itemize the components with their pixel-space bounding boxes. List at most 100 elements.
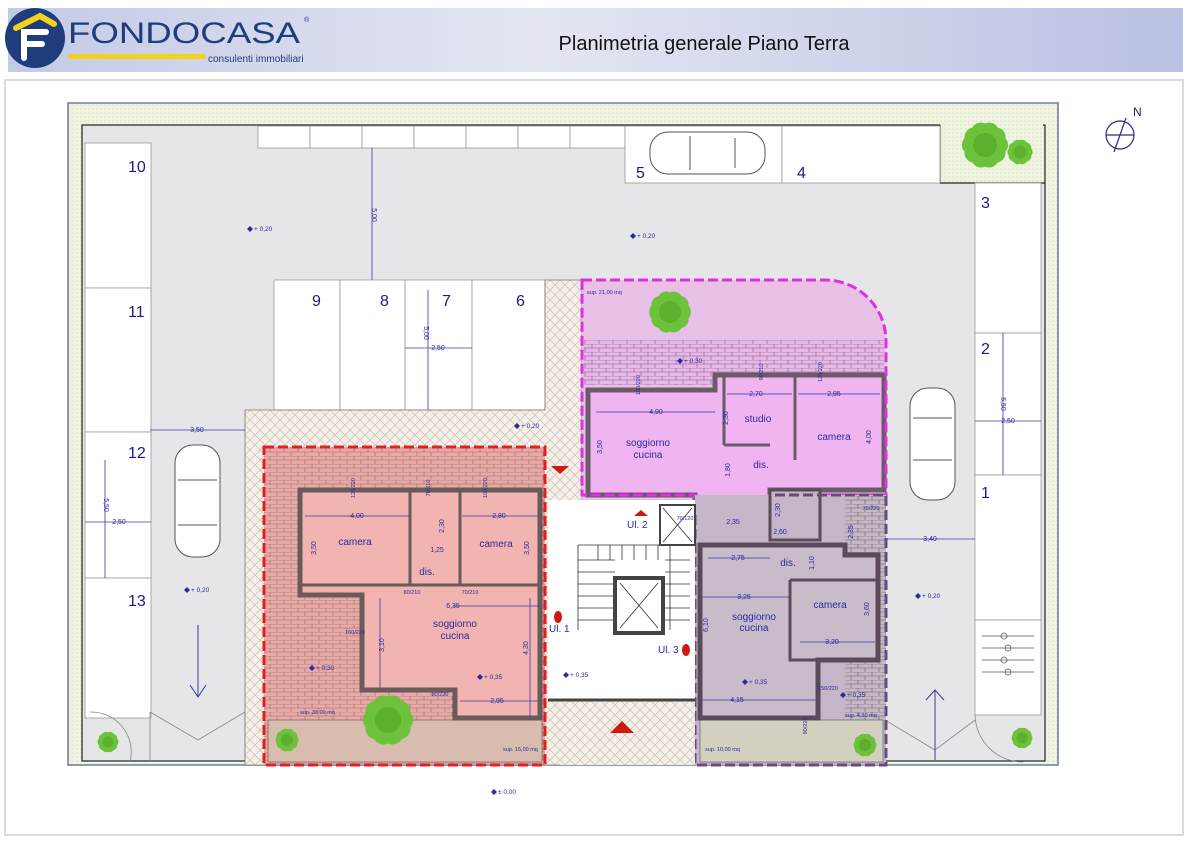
parking-space-number: 13: [128, 593, 146, 610]
dimension-label: 5,50: [999, 397, 1006, 411]
entrance-arrow-icon: [551, 466, 569, 474]
surface-area-label: sup. 4,30 mq: [845, 713, 877, 719]
dimension-label: 3,60: [864, 602, 871, 616]
elevation-marker-icon: [491, 789, 497, 795]
dimension-label: 4,15: [730, 697, 744, 704]
elevation-label: + 0,20: [922, 593, 941, 600]
brand-tagline: consulenti immobiliari: [208, 54, 304, 65]
room-label: soggiorno: [732, 612, 776, 623]
elevation-marker-icon: [309, 665, 315, 671]
room-label: soggiorno: [433, 619, 477, 630]
elevation-label: + 0,35: [749, 679, 768, 686]
elevation-marker-icon: [477, 674, 483, 680]
room-label: cucina: [634, 450, 663, 461]
dimension-label: 2,70: [749, 391, 763, 398]
elevation-marker-icon: [840, 692, 846, 698]
elevation-marker-icon: [677, 358, 683, 364]
tree-icon: [853, 733, 877, 757]
door-opening-size: 80/210: [404, 590, 421, 596]
door-opening-size: 70/220: [863, 506, 880, 512]
elevation-marker-icon: [630, 233, 636, 239]
dimension-label: 4,30: [523, 641, 530, 655]
tree-icon: [649, 291, 691, 333]
parking-space-number: 6: [516, 293, 525, 310]
elevation-label: + 0,30: [684, 358, 703, 365]
car-icon: [649, 131, 766, 175]
door-opening-size: 160/220: [345, 630, 365, 636]
elevation-label: + 0,20: [254, 226, 273, 233]
parking-space-number: 5: [636, 165, 645, 182]
entrance-arrow-icon: [634, 510, 648, 516]
tree-icon: [362, 695, 414, 745]
entrance-arrow-icon: [682, 644, 690, 656]
dimension-label: 2,35: [726, 519, 740, 526]
elevation-label: + 0,20: [521, 423, 540, 430]
dimension-label: 1,80: [725, 463, 732, 477]
door-opening-size: 80/220: [432, 692, 449, 698]
dimension-label: 5,00: [370, 208, 377, 222]
header-bar: FONDOCASA ® consulenti immobiliari Plani…: [5, 8, 1183, 72]
car-icon: [909, 387, 956, 501]
surface-area-label: sup. 38,00 mq: [300, 710, 335, 716]
room-label: cucina: [740, 623, 769, 634]
room-label: camera: [479, 539, 513, 550]
door-opening-size: 90/210: [759, 364, 765, 381]
unit-label: Ul. 3: [658, 645, 679, 656]
elevation-label: + 0,35: [570, 672, 589, 679]
door-opening-size: 100/220: [483, 478, 489, 498]
page-title: Planimetria generale Piano Terra: [559, 33, 851, 55]
dimension-label: 2,50: [431, 345, 445, 352]
parking-space-number: 3: [981, 195, 990, 212]
parking-space-number: 11: [128, 304, 145, 321]
unit-label: Ul. 1: [549, 624, 570, 635]
driveway-arrow-icon: [189, 625, 945, 760]
dimension-label: 2,95: [827, 391, 841, 398]
dimension-label: 4,90: [649, 409, 663, 416]
tree-icon: [1007, 139, 1033, 165]
parking-space-number: 1: [981, 485, 990, 502]
elevation-marker-icon: [247, 226, 253, 232]
dimension-label: 1,25: [430, 547, 444, 554]
door-opening-size: 90/220: [803, 718, 809, 735]
elevation-marker-icon: [184, 587, 190, 593]
door-opening-size: 150/220: [818, 686, 838, 692]
compass: N: [1105, 105, 1142, 153]
dimension-label: 4,00: [866, 430, 873, 444]
parking-spaces: [84, 125, 1042, 719]
dimension-label: 5,50: [102, 498, 109, 512]
dimension-label: 2,50: [1001, 418, 1015, 425]
elevation-marker-icon: [915, 593, 921, 599]
dimension-label: 1,10: [809, 556, 816, 570]
surface-area-label: sup. 21,00 mq: [587, 290, 622, 296]
unit-2: [580, 278, 888, 543]
parking-space-number: 7: [442, 293, 451, 310]
elevation-label: + 0,35: [484, 674, 503, 681]
elevation-marker-icon: [514, 423, 520, 429]
parking-space-number: 2: [981, 341, 990, 358]
surface-area-label: sup. 15,00 mq: [503, 747, 538, 753]
door-opening-size: 70/210: [426, 480, 432, 497]
dimension-label: 2,60: [773, 529, 787, 536]
dimension-label: 3,50: [524, 541, 531, 555]
parking-space-number: 12: [128, 445, 146, 462]
elevation-marker-icon: [742, 679, 748, 685]
room-label: dis.: [753, 460, 769, 471]
dimension-label: 3,50: [190, 427, 204, 434]
parking-space-number: 9: [312, 293, 321, 310]
door-opening-size: 70/210: [462, 590, 479, 596]
unit-3: [693, 488, 888, 767]
dimension-label: 2,50: [112, 519, 126, 526]
north-label: N: [1133, 105, 1142, 119]
dimension-label: 3,20: [825, 639, 839, 646]
door-opening-size: 120/220: [351, 478, 357, 498]
room-label: soggiorno: [626, 438, 670, 449]
elevation-label: + 0,20: [191, 587, 210, 594]
dimension-label: 2,35: [848, 525, 855, 539]
door-opening-size: 120/220: [818, 362, 824, 382]
dimension-label: 3,10: [379, 638, 386, 652]
elevation-label: + 0,30: [316, 665, 335, 672]
room-label: dis.: [419, 567, 435, 578]
tree-icon: [97, 731, 119, 753]
dimension-label: 2,30: [723, 411, 730, 425]
